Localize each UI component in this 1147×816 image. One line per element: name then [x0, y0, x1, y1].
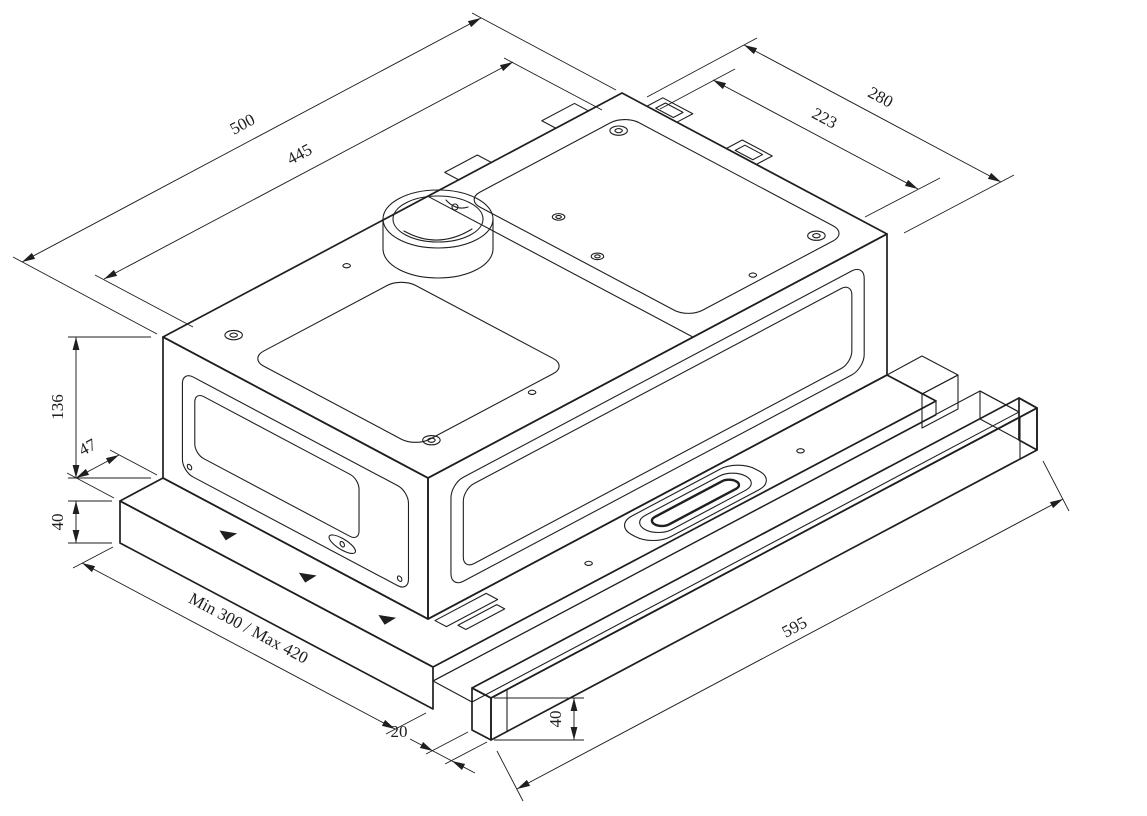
strip-right-end	[1019, 398, 1037, 450]
mounting-hole	[613, 128, 624, 134]
mounting-hole	[804, 229, 829, 242]
rail-block-front	[922, 375, 958, 428]
left-recessed-panel	[182, 371, 408, 591]
screw-hole	[187, 463, 191, 470]
mounting-hole	[811, 233, 822, 239]
dimension-label-40-left: 40	[48, 514, 67, 531]
left-face-details	[182, 371, 408, 591]
mounting-hole	[419, 434, 444, 447]
mounting-hole	[228, 332, 239, 338]
dimension-strip-height-40: 40	[494, 698, 584, 740]
dimension-strip-offset-20: 20	[391, 722, 488, 773]
front-face-details	[451, 264, 864, 587]
front-inner-panel	[463, 283, 852, 569]
top-left-stamped-panel	[250, 278, 568, 447]
slide-rail	[435, 593, 498, 626]
dimension-body-height-136: 136	[48, 337, 151, 478]
keyhole-slot	[594, 254, 602, 258]
dimension-carriage-height-40: 40	[48, 501, 112, 543]
rear-mounting-tab	[542, 103, 589, 128]
index-triangle-mark	[219, 530, 238, 541]
screw-hole	[397, 575, 401, 582]
slide-rail	[458, 605, 505, 630]
strip-left-end	[472, 688, 491, 740]
top-face-details	[172, 77, 903, 465]
slider-switch	[329, 531, 355, 557]
dimension-label-40-right: 40	[546, 711, 565, 728]
dimension-label-20: 20	[391, 722, 408, 741]
dimension-label-136: 136	[48, 394, 67, 420]
side-tab-slot	[656, 103, 683, 118]
mounting-hole	[221, 329, 246, 342]
keyhole-slot	[555, 215, 563, 219]
side-mounting-tab	[647, 98, 693, 122]
screw-hole	[748, 272, 759, 278]
slider-knob	[340, 541, 344, 548]
mounting-hole	[606, 124, 631, 137]
screw-hole	[795, 448, 806, 454]
carriage-front-lip	[433, 401, 936, 681]
left-inner-panel	[195, 392, 359, 541]
keyhole-slot	[550, 212, 568, 221]
keyhole-slot	[589, 252, 607, 261]
screw-hole	[527, 390, 538, 396]
mounting-hole	[426, 437, 437, 443]
front-recessed-panel	[451, 264, 864, 587]
